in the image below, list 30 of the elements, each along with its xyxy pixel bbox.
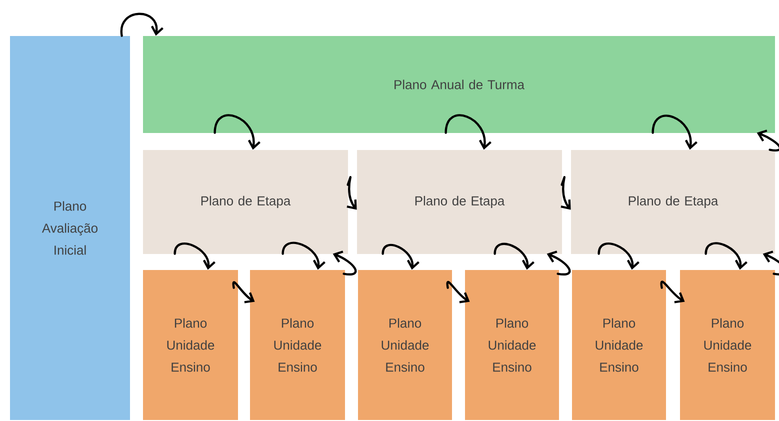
curved-arrow [704, 242, 748, 270]
curved-arrow [446, 280, 470, 304]
curved-arrow [444, 114, 492, 150]
unit-box: Plano Unidade Ensino [250, 270, 345, 420]
stage-box: Plano de Etapa [143, 150, 348, 254]
unit-box: Plano Unidade Ensino [358, 270, 452, 420]
curved-arrow [282, 242, 326, 270]
curved-arrow [120, 12, 164, 37]
unit-box: Plano Unidade Ensino [143, 270, 238, 420]
curved-arrow [214, 114, 260, 150]
curved-arrow [560, 176, 571, 210]
curved-arrow [332, 250, 357, 276]
column-box: Plano Avaliação Inicial [10, 36, 130, 420]
unit-box: Plano Unidade Ensino [572, 270, 666, 420]
curved-arrow [598, 242, 640, 270]
stage-box: Plano de Etapa [357, 150, 562, 254]
curved-arrow [232, 281, 255, 304]
curved-arrow [660, 280, 685, 304]
curved-arrow [382, 244, 420, 270]
curved-arrow [346, 176, 357, 210]
banner-box: Plano Anual de Turma [143, 36, 775, 133]
unit-box: Plano Unidade Ensino [680, 270, 775, 420]
curved-arrow [494, 242, 534, 270]
curved-arrow [756, 130, 779, 152]
curved-arrow [174, 242, 216, 270]
curved-arrow [546, 250, 571, 276]
stage-box: Plano de Etapa [571, 150, 775, 254]
curved-arrow [652, 114, 698, 150]
curved-arrow [762, 250, 779, 276]
unit-box: Plano Unidade Ensino [465, 270, 559, 420]
